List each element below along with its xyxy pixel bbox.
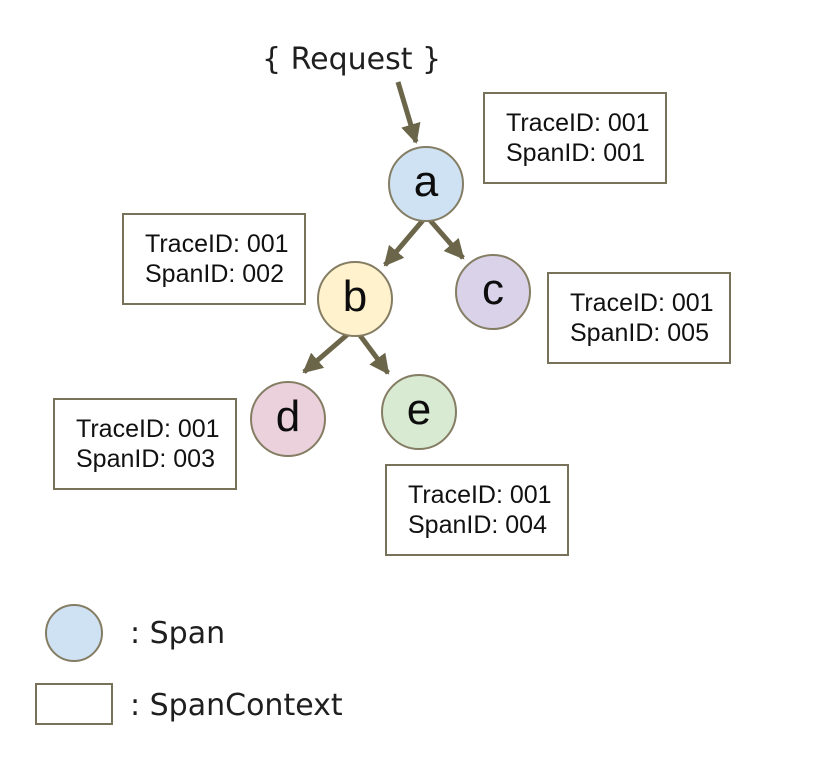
span-node-c: c	[455, 254, 531, 330]
span-context-box-a: TraceID: 001 SpanID: 001	[483, 92, 667, 184]
span-context-box-b: TraceID: 001 SpanID: 002	[122, 213, 306, 305]
span-id-text: SpanID: 001	[506, 139, 645, 167]
span-node-d-label: d	[275, 392, 301, 441]
legend-spancontext-symbol	[35, 683, 113, 725]
span-id-text: SpanID: 002	[145, 260, 284, 288]
span-id-text: SpanID: 004	[408, 511, 547, 539]
arrow-a-to-b	[383, 217, 426, 267]
legend-spancontext-label: : SpanContext	[130, 688, 343, 723]
arrow-b-to-e	[356, 332, 391, 375]
request-label: { Request }	[262, 42, 442, 77]
arrow-b-to-d	[302, 332, 350, 374]
span-node-a-label: a	[413, 157, 439, 206]
span-id-text: SpanID: 005	[570, 319, 709, 347]
legend-span-symbol	[45, 604, 103, 662]
trace-id-text: TraceID: 001	[506, 109, 650, 137]
legend-span-label: : Span	[130, 616, 226, 651]
span-node-b: b	[317, 261, 393, 337]
span-node-c-label: c	[482, 265, 504, 314]
span-context-box-d: TraceID: 001 SpanID: 003	[53, 398, 237, 490]
span-id-text: SpanID: 003	[76, 445, 215, 473]
trace-id-text: TraceID: 001	[570, 289, 714, 317]
span-node-e-label: e	[406, 385, 432, 434]
arrow-a-to-c	[427, 217, 465, 260]
span-context-box-c: TraceID: 001 SpanID: 005	[547, 272, 731, 364]
span-node-d: d	[250, 381, 326, 457]
span-node-b-label: b	[342, 272, 368, 321]
span-context-box-e: TraceID: 001 SpanID: 004	[385, 464, 569, 556]
span-node-e: e	[381, 374, 457, 450]
arrow-request-to-a	[395, 81, 421, 144]
trace-id-text: TraceID: 001	[408, 481, 552, 509]
span-node-a: a	[388, 146, 464, 222]
trace-id-text: TraceID: 001	[76, 415, 220, 443]
trace-id-text: TraceID: 001	[145, 230, 289, 258]
